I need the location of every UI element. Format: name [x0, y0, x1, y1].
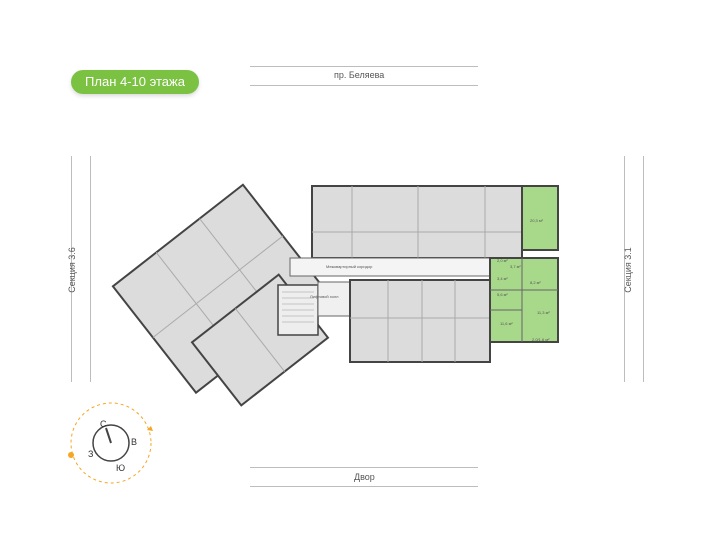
lift-hall [317, 281, 351, 317]
compass-north: С [100, 419, 107, 429]
left-road [71, 156, 91, 382]
compass-icon [68, 402, 153, 484]
area-label: 11,3 м² [537, 310, 550, 315]
area-label: 11,6 м² [500, 321, 513, 326]
area-label: 2,0/1,6 м² [532, 337, 550, 342]
top-road [250, 66, 478, 86]
corridor-label: Межквартирный коридор [326, 264, 373, 269]
compass-west: З [88, 449, 94, 459]
area-label: 8,2 м² [530, 280, 541, 285]
lift-hall-label: Лифтовой холл [310, 294, 339, 299]
compass-south: Ю [116, 463, 126, 473]
lower-central-block [349, 279, 491, 363]
right-road [624, 156, 644, 382]
floor-plan-badge: План 4-10 этажа [71, 70, 199, 94]
upper-central-block [311, 185, 523, 259]
highlighted-apartment[interactable]: 20,3 м² 3,7 м² 2,0 м² 3,4 м² 8,2 м² 5,6 … [489, 185, 559, 343]
area-label: 5,6 м² [497, 292, 508, 297]
area-label: 3,4 м² [497, 276, 508, 281]
compass-east: В [131, 437, 138, 447]
top-street-label: пр. Беляева [334, 70, 385, 80]
bottom-street-label: Двор [354, 472, 375, 482]
area-label: 3,7 м² [510, 264, 521, 269]
bottom-road [250, 467, 478, 487]
area-label: 20,3 м² [530, 218, 544, 223]
corridor [289, 257, 523, 277]
area-label: 2,0 м² [497, 258, 508, 263]
